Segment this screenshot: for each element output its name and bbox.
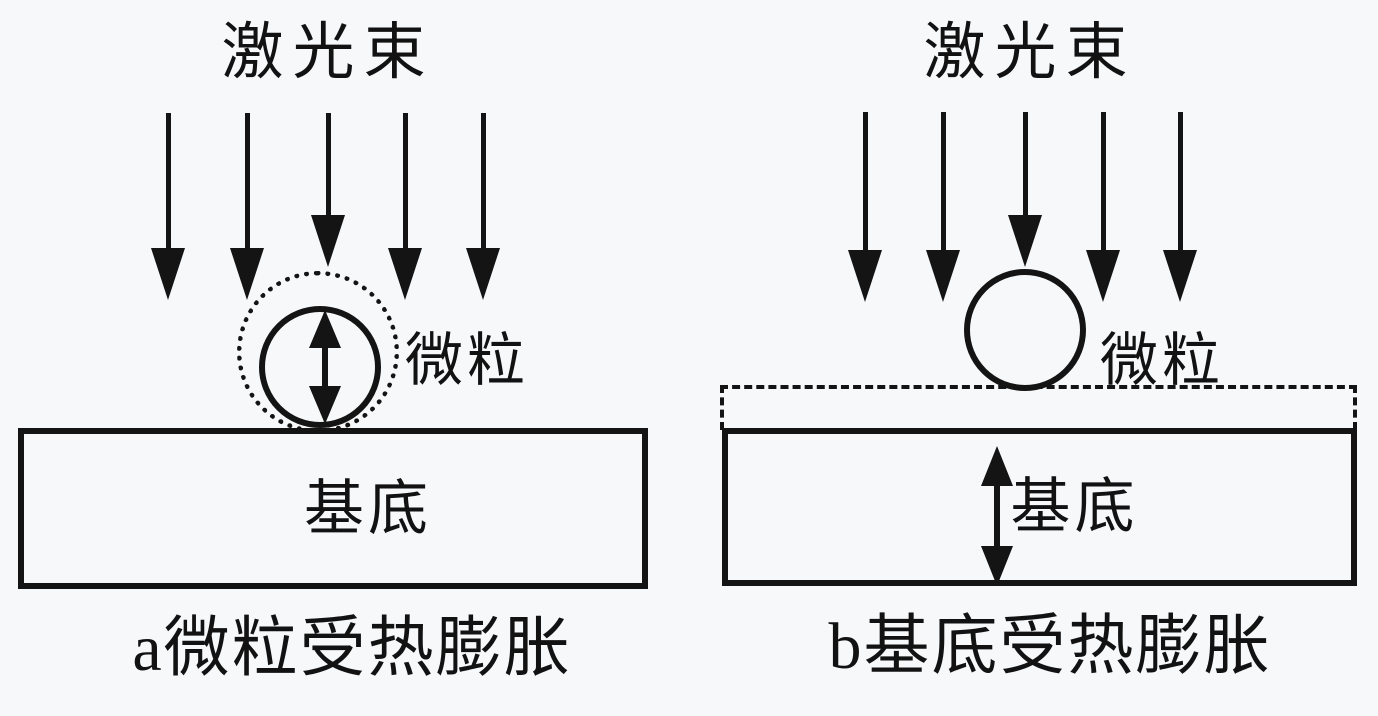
panel-a-substrate-label: 基底 xyxy=(304,475,432,542)
panel-a-laser-beam-label: 激光束 xyxy=(221,19,435,87)
laser-arrow-icon xyxy=(466,113,500,300)
substrate-rect: 基底 xyxy=(18,428,648,589)
laser-arrow-icon xyxy=(1086,112,1120,302)
panel-b-substrate-label: 基底 xyxy=(1010,474,1139,540)
laser-arrow-icon xyxy=(311,113,345,267)
laser-arrow-icon xyxy=(1163,112,1197,302)
laser-arrow-icon xyxy=(230,113,264,300)
expansion-double-arrow-icon xyxy=(980,446,1014,586)
particle-circle xyxy=(964,269,1086,391)
expansion-double-arrow-icon xyxy=(309,310,341,424)
laser-arrow-icon xyxy=(151,113,185,300)
panel-b-caption: b基底受热膨胀 xyxy=(828,610,1272,683)
panel-b-laser-beam-label: 激光束 xyxy=(923,19,1137,87)
panel-a-caption: a微粒受热膨胀 xyxy=(132,612,572,685)
laser-arrow-icon xyxy=(1008,112,1042,267)
panel-b-particle-label: 微粒 xyxy=(1100,328,1225,393)
panel-a-particle-label: 微粒 xyxy=(405,328,530,393)
laser-arrow-icon xyxy=(848,112,882,302)
laser-arrow-icon xyxy=(926,112,960,302)
laser-arrow-icon xyxy=(388,113,422,300)
substrate-rect: 基底 xyxy=(722,428,1357,586)
expanded-substrate-outline xyxy=(720,385,1357,430)
